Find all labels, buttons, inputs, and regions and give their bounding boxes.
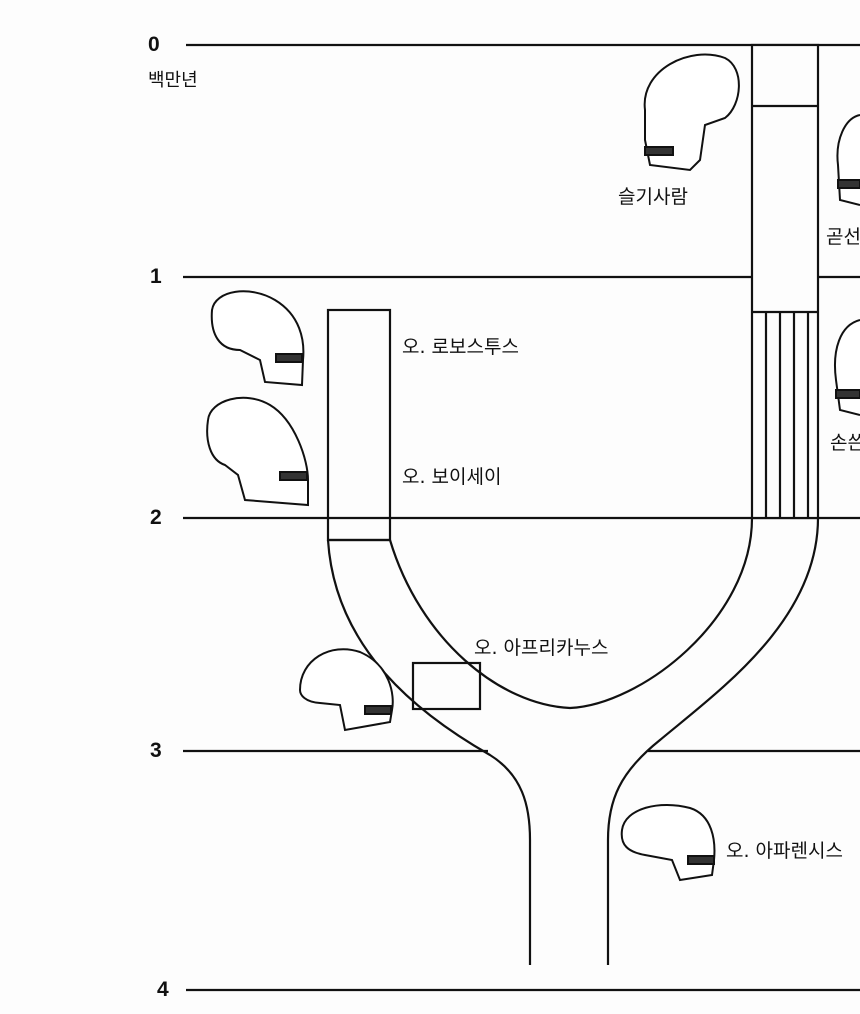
tick-0: 0 [148,33,160,56]
branching-curves [326,517,820,965]
skull-afarensis-icon [620,804,716,882]
homo-lineage-column [750,43,820,520]
robust-lineage-box [326,308,392,542]
label-afarensis: 오. 아파렌시스 [726,840,843,862]
skull-robustus-icon [210,290,305,387]
label-boisei: 오. 보이세이 [402,466,502,488]
tick-3: 3 [150,739,162,762]
tick-4: 4 [157,978,169,1001]
tick-1: 1 [150,265,162,288]
time-gridlines [183,43,860,992]
label-africanus: 오. 아프리카누스 [474,637,609,659]
skull-erectus-icon [836,114,860,206]
skull-habilis-icon [834,319,860,416]
label-sapiens: 슬기사람 [618,186,688,208]
label-robustus: 오. 로보스투스 [402,336,519,358]
skull-africanus-icon [298,648,394,732]
tick-2: 2 [150,506,162,529]
axis-unit: 백만년 [148,70,198,91]
skull-boisei-icon [206,396,309,507]
skull-sapiens-icon [643,53,740,172]
label-erectus: 곧선사람 [826,226,860,248]
label-habilis: 손쓴사람 [830,432,860,454]
skull-icons [206,53,860,882]
